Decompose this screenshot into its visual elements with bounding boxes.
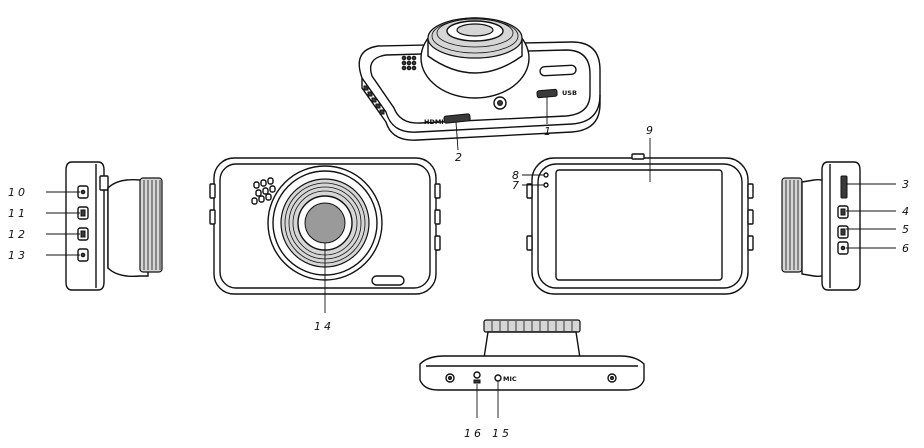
callout-6: 6 [902,242,912,255]
indicator-light-7 [543,182,549,188]
hdmi-port: HDMI [424,113,471,126]
front-lens [267,165,383,281]
focus-ring-knurl-right [785,180,799,270]
front-view: 14 [209,157,441,333]
back-view: 8 7 9 [512,124,754,295]
lens-housing-top [420,17,530,99]
right-side-view: 3 4 5 6 [781,161,912,291]
reset-button [473,371,481,384]
callout-1: 1 [544,125,554,138]
focus-ring-knurl-bottom [491,321,573,331]
callout-12: 12 [8,228,28,241]
front-speaker-grill [251,177,276,205]
callout-5: 5 [902,223,912,236]
callout-15: 15 [492,427,512,440]
tv-out-jack [493,96,507,110]
hdmi-label: HDMI [424,118,444,126]
focus-ring-knurl-left [143,180,161,270]
callout-7: 7 [512,179,522,192]
callout-2: 2 [455,151,465,164]
usb-port: USB [536,88,577,99]
side-vents [363,85,385,115]
usb-label: USB [562,89,577,97]
mic-label: MIC [503,375,517,383]
lcd-screen [555,169,723,281]
callout-13: 13 [8,249,28,262]
callout-10: 10 [8,186,28,199]
callout-16: 16 [464,427,484,440]
bottom-view: MIC 16 15 [419,319,645,440]
indicator-light-8 [543,172,549,178]
top-angled-view: HDMI USB 1 2 [358,17,601,164]
callout-3: 3 [902,178,912,191]
callout-9: 9 [646,124,656,137]
left-side-view: 10 11 12 13 [8,161,163,291]
speaker-grill [401,55,417,71]
sd-card-slot [840,175,848,199]
callout-4: 4 [902,205,912,218]
callout-11: 11 [8,207,28,220]
callout-14: 14 [314,320,334,333]
callout-8: 8 [512,169,522,182]
side-buttons [77,185,89,262]
